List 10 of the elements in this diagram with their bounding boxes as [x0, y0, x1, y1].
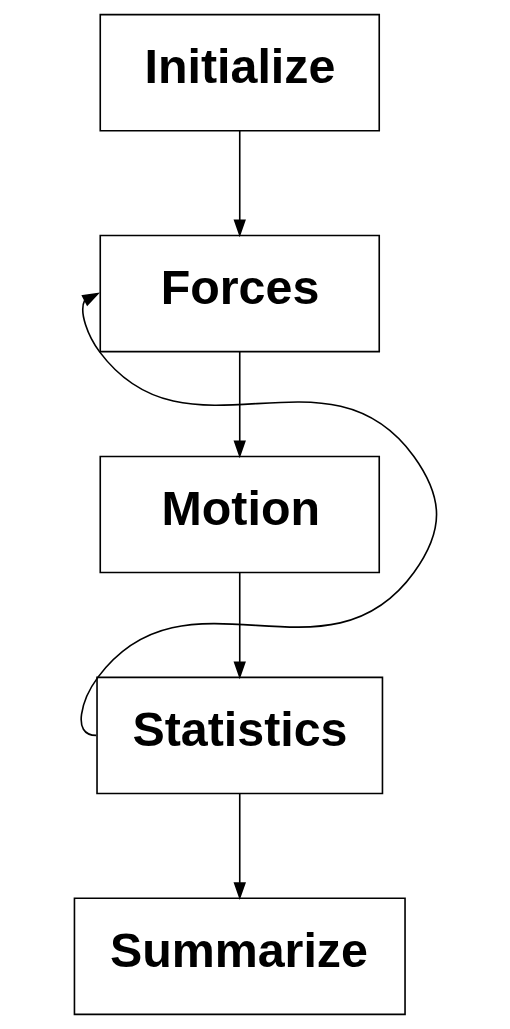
arrow: [233, 792, 246, 901]
node-box: Forces: [98, 234, 380, 353]
arrow: [79, 292, 437, 737]
arrow: [233, 571, 246, 680]
node-box: Statistics: [95, 676, 383, 795]
node-box: Motion: [98, 455, 380, 574]
arrow: [233, 130, 246, 238]
node-box: Initialize: [98, 13, 380, 132]
node-box: Summarize: [73, 897, 406, 1016]
arrow: [233, 351, 246, 459]
